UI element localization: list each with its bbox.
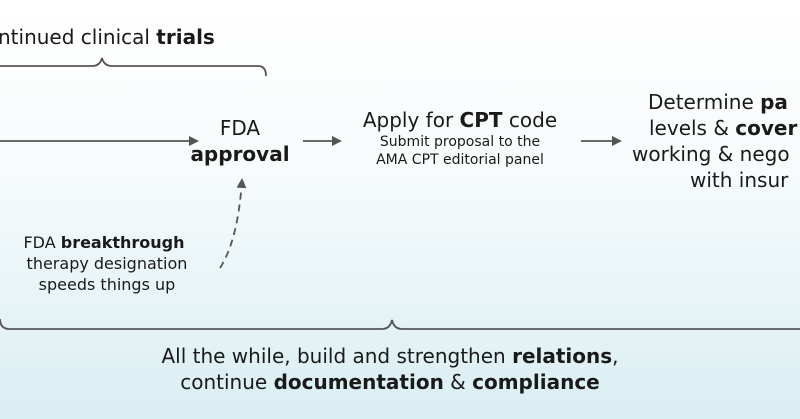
cpt-title: Apply for CPT code: [340, 107, 580, 133]
trials-brace: [0, 57, 267, 77]
payment-line3: working & nego: [632, 142, 790, 166]
cpt-sub1: Submit proposal to the: [379, 134, 541, 150]
payment-line2: levels & cover: [628, 115, 800, 141]
cpt-sub2: AMA CPT editorial panel: [376, 152, 544, 168]
payment-line1-bold: pa: [760, 90, 788, 114]
payment-line2-prefix: levels &: [649, 116, 736, 140]
fda-approval-node: FDA approval: [178, 115, 302, 167]
footer-line2-mid: &: [443, 370, 473, 394]
trials-label: ntinued clinical trials: [0, 24, 215, 50]
footer-line1: All the while, build and strengthen rela…: [90, 343, 690, 369]
breakthrough-line1: FDA breakthrough: [0, 232, 208, 253]
footer-line2-bold2: compliance: [472, 370, 600, 394]
fda-line2: approval: [190, 142, 290, 166]
footer-line1-prefix: All the while, build and strengthen: [161, 344, 513, 368]
payment-node: Determine pa levels & cover working & ne…: [628, 89, 800, 193]
arrow-breakthrough-to-fda: [219, 178, 247, 269]
breakthrough-node: FDA breakthrough therapy designation spe…: [0, 232, 208, 295]
fda-line1: FDA: [219, 116, 261, 140]
breakthrough-line1-bold: breakthrough: [60, 233, 185, 252]
breakthrough-line2: therapy designation: [26, 254, 188, 273]
cpt-title-bold: CPT: [459, 108, 503, 132]
payment-line1-prefix: Determine: [648, 90, 761, 114]
footer-line1-bold: relations: [512, 344, 613, 368]
footer-line2-bold1: documentation: [273, 370, 444, 394]
cpt-title-suffix: code: [502, 108, 558, 132]
breakthrough-line3: speeds things up: [38, 275, 176, 294]
trials-text: ntinued clinical: [0, 25, 157, 49]
payment-line1: Determine pa: [628, 89, 800, 115]
cpt-title-prefix: Apply for: [362, 108, 460, 132]
footer-line2: continue documentation & compliance: [90, 369, 690, 395]
trials-bold: trials: [156, 25, 215, 49]
footer-line2-prefix: continue: [180, 370, 274, 394]
footer-text: All the while, build and strengthen rela…: [90, 343, 690, 395]
cpt-node: Apply for CPT code Submit proposal to th…: [340, 107, 580, 169]
payment-line4: with insur: [690, 168, 789, 192]
payment-line2-bold: cover: [735, 116, 798, 140]
footer-brace: [0, 318, 800, 330]
footer-line1-suffix: ,: [612, 344, 619, 368]
breakthrough-line1-prefix: FDA: [23, 233, 61, 252]
